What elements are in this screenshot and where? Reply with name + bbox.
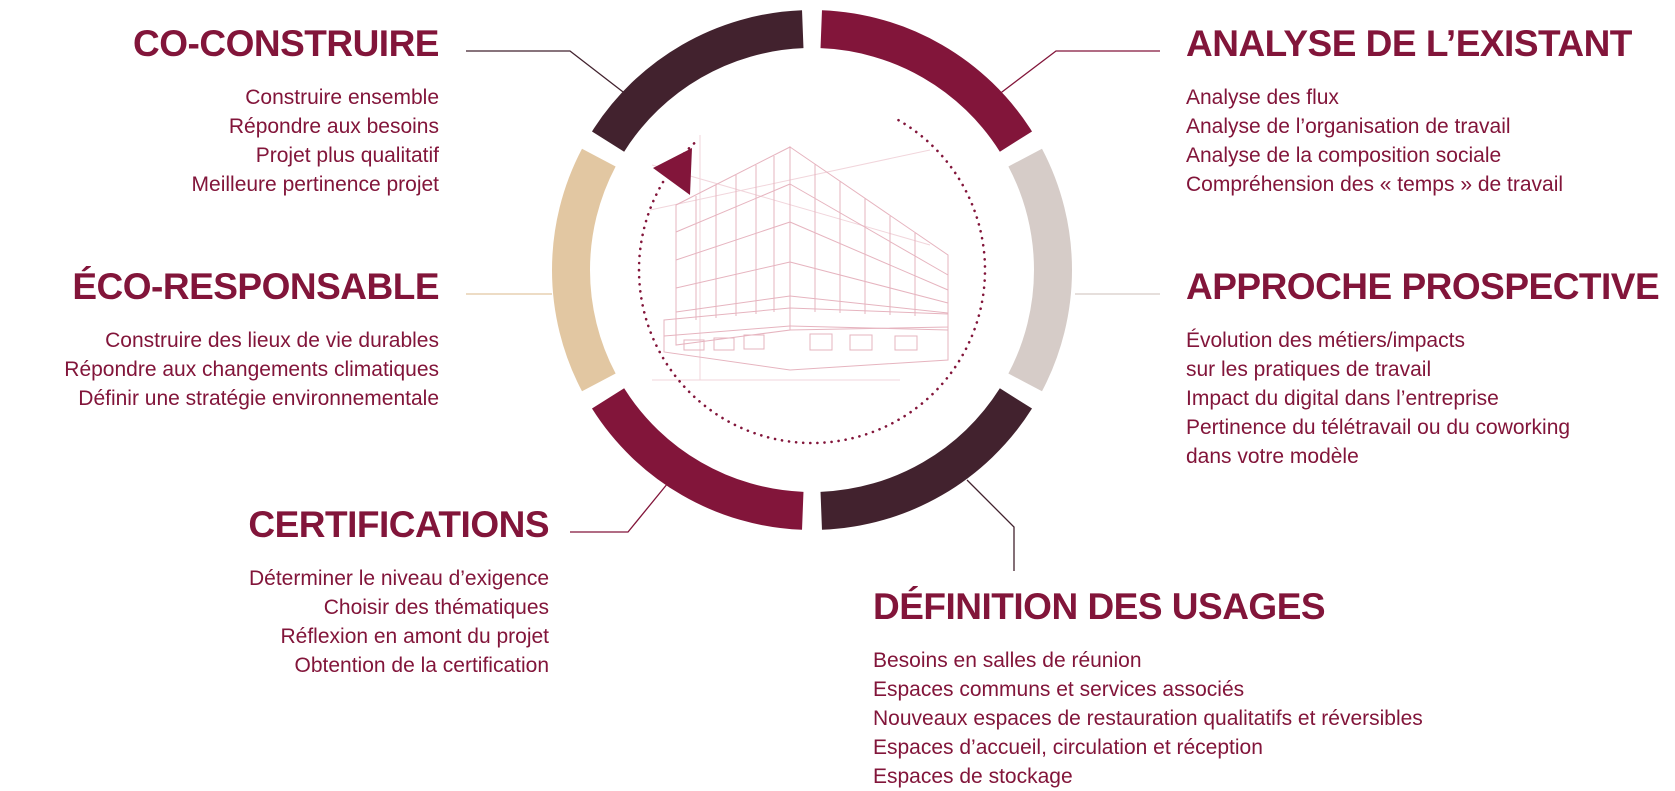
- ring-segment-analyse: [820, 10, 1033, 152]
- connector-lines: [466, 50, 1160, 571]
- list-item: Choisir des thématiques: [323, 596, 549, 619]
- list-prospective: Évolution des métiers/impacts sur les pr…: [1186, 326, 1659, 471]
- cycle-arrow-icon: [637, 118, 987, 445]
- list-item: Besoins en salles de réunion: [873, 649, 1142, 672]
- list-item: Réflexion en amont du projet: [280, 625, 550, 648]
- connector-coconstruire: [466, 50, 628, 96]
- list-item: Répondre aux besoins: [228, 115, 439, 138]
- connector-usages: [966, 479, 1015, 571]
- list-item: Meilleure pertinence projet: [191, 173, 439, 196]
- title-analyse: ANALYSE DE L’EXISTANT: [1186, 23, 1632, 64]
- ring-segment-eco: [552, 148, 616, 392]
- list-item: Analyse de la composition sociale: [1186, 144, 1502, 167]
- cycle-arrowhead: [653, 148, 692, 195]
- list-item: Impact du digital dans l’entreprise: [1186, 387, 1499, 410]
- list-item: Espaces d’accueil, circulation et récept…: [873, 736, 1263, 759]
- connector-analyse: [997, 50, 1160, 96]
- ring-segment-coconstruire: [591, 10, 804, 152]
- list-item: Pertinence du télétravail ou du coworkin…: [1186, 416, 1571, 439]
- list-item: sur les pratiques de travail: [1186, 358, 1432, 381]
- title-eco: ÉCO-RESPONSABLE: [72, 266, 439, 307]
- list-item: dans votre modèle: [1186, 445, 1359, 468]
- title-prospective: APPROCHE PROSPECTIVE: [1186, 266, 1660, 307]
- list-certifications: Déterminer le niveau d’exigence Choisir …: [248, 564, 549, 680]
- list-eco: Construire des lieux de vie durables Rép…: [64, 326, 439, 413]
- ring-segment-certifications: [591, 388, 804, 530]
- ring-segment-prospective: [1008, 148, 1073, 392]
- list-usages: Besoins en salles de réunion Espaces com…: [873, 646, 1423, 791]
- block-usages: DÉFINITION DES USAGES Besoins en salles …: [873, 584, 1423, 791]
- list-item: Obtention de la certification: [294, 654, 549, 677]
- cycle-dotted-arc: [637, 118, 987, 445]
- list-item: Analyse de l’organisation de travail: [1186, 115, 1511, 138]
- block-eco: ÉCO-RESPONSABLE Construire des lieux de …: [64, 264, 439, 413]
- list-item: Construire des lieux de vie durables: [105, 329, 439, 352]
- list-item: Évolution des métiers/impacts: [1186, 329, 1465, 352]
- list-coconstruire: Construire ensemble Répondre aux besoins…: [133, 83, 439, 199]
- title-certifications: CERTIFICATIONS: [248, 504, 549, 545]
- connector-certifications: [570, 482, 669, 533]
- cycle-ring: [552, 10, 1073, 530]
- block-prospective: APPROCHE PROSPECTIVE Évolution des métie…: [1186, 264, 1660, 471]
- title-usages: DÉFINITION DES USAGES: [873, 586, 1326, 627]
- list-item: Espaces communs et services associés: [873, 678, 1245, 701]
- list-item: Déterminer le niveau d’exigence: [249, 567, 549, 590]
- list-item: Analyse des flux: [1186, 86, 1339, 109]
- block-analyse: ANALYSE DE L’EXISTANT Analyse des flux A…: [1186, 21, 1632, 199]
- block-certifications: CERTIFICATIONS Déterminer le niveau d’ex…: [248, 502, 549, 680]
- list-analyse: Analyse des flux Analyse de l’organisati…: [1186, 83, 1632, 199]
- list-item: Définir une stratégie environnementale: [78, 387, 439, 410]
- list-item: Nouveaux espaces de restauration qualita…: [873, 707, 1423, 730]
- title-coconstruire: CO-CONSTRUIRE: [133, 23, 439, 64]
- block-coconstruire: CO-CONSTRUIRE Construire ensemble Répond…: [133, 21, 439, 199]
- list-item: Espaces de stockage: [873, 765, 1073, 788]
- list-item: Projet plus qualitatif: [255, 144, 439, 167]
- list-item: Répondre aux changements climatiques: [64, 358, 439, 381]
- list-item: Compréhension des « temps » de travail: [1186, 173, 1564, 196]
- building-sketch-icon: [649, 135, 949, 381]
- list-item: Construire ensemble: [245, 86, 439, 109]
- ring-segment-usages: [820, 388, 1033, 530]
